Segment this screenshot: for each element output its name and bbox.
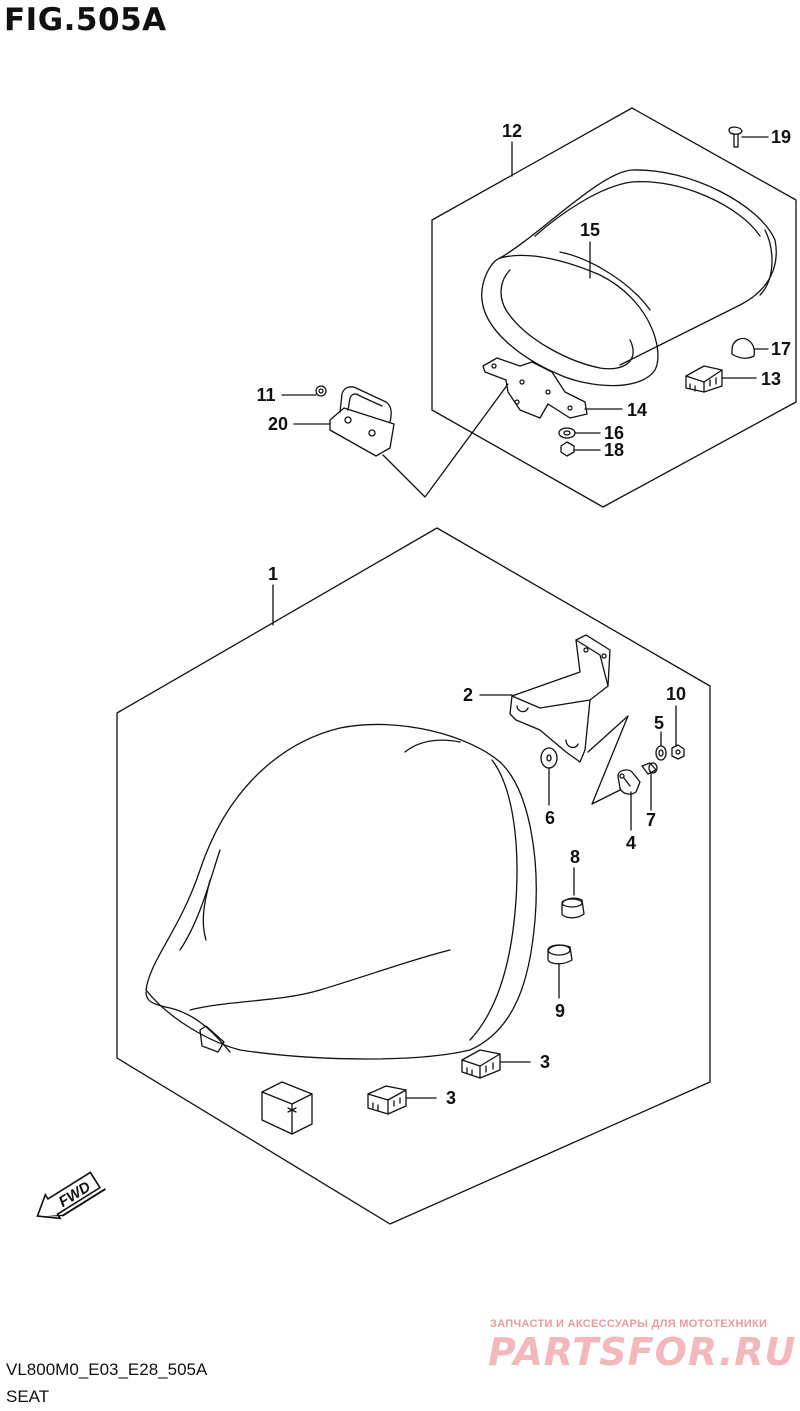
washer-6-drawing <box>540 747 558 769</box>
main-seat-group-outline <box>116 527 711 1225</box>
fwd-arrow-icon: FWD <box>36 1171 106 1220</box>
callout-7: 7 <box>646 810 656 830</box>
upper-group-leader <box>382 383 509 498</box>
callout-10: 10 <box>666 684 686 704</box>
callout-8: 8 <box>570 847 580 867</box>
diagram-name: SEAT <box>6 1387 50 1406</box>
callout-18: 18 <box>604 440 624 460</box>
callout-11: 11 <box>256 385 275 405</box>
rear-seat-group-outline <box>431 107 797 508</box>
tool-bag-drawing <box>261 1081 313 1135</box>
callout-3a: 3 <box>540 1052 550 1072</box>
callout-15: 15 <box>580 220 600 240</box>
watermark-subtitle: ЗАПЧАСТИ И АКСЕССУАРЫ ДЛЯ МОТОТЕХНИКИ <box>490 1318 768 1330</box>
collar-7-drawing <box>641 762 658 775</box>
cushion-9-drawing <box>547 944 573 965</box>
callout-20: 20 <box>268 414 288 434</box>
callout-13: 13 <box>761 369 781 389</box>
callout-1: 1 <box>268 564 278 584</box>
washer-5-drawing <box>655 745 667 761</box>
callout-9: 9 <box>555 1001 565 1021</box>
cushion-13-drawing <box>685 365 723 393</box>
callout-19: 19 <box>771 127 791 147</box>
callout-2: 2 <box>463 685 473 705</box>
seat-bracket-2-drawing <box>509 634 611 763</box>
cushion-8-drawing <box>561 897 585 919</box>
handle-bracket-20-drawing <box>315 385 395 457</box>
rear-seat-drawing <box>481 169 777 387</box>
main-seat-drawing <box>145 723 537 1060</box>
seat-bracket-14-drawing <box>482 357 588 419</box>
screw-19-drawing <box>728 126 743 148</box>
callout-6: 6 <box>545 808 555 828</box>
figure-title: FIG.505A <box>4 2 167 38</box>
washer-16-drawing <box>558 427 576 439</box>
callout-17: 17 <box>771 339 791 359</box>
cushion-3a-drawing <box>461 1049 501 1079</box>
cushion-3b-drawing <box>367 1085 407 1115</box>
bracket-lock-leader <box>587 715 629 805</box>
callout-3b: 3 <box>446 1088 456 1108</box>
callout-4: 4 <box>626 833 636 853</box>
callout-5: 5 <box>654 713 664 733</box>
diagram-code: VL800M0_E03_E28_505A <box>6 1360 208 1379</box>
nut-18-drawing <box>560 441 575 457</box>
nut-10-drawing <box>671 744 685 760</box>
callout-16: 16 <box>604 423 624 443</box>
cushion-17-drawing <box>731 337 755 359</box>
watermark-brand: PARTSFOR.RU <box>488 1330 797 1374</box>
callout-12: 12 <box>502 121 522 141</box>
callout-14: 14 <box>627 400 647 420</box>
lock-4-drawing <box>617 769 641 795</box>
